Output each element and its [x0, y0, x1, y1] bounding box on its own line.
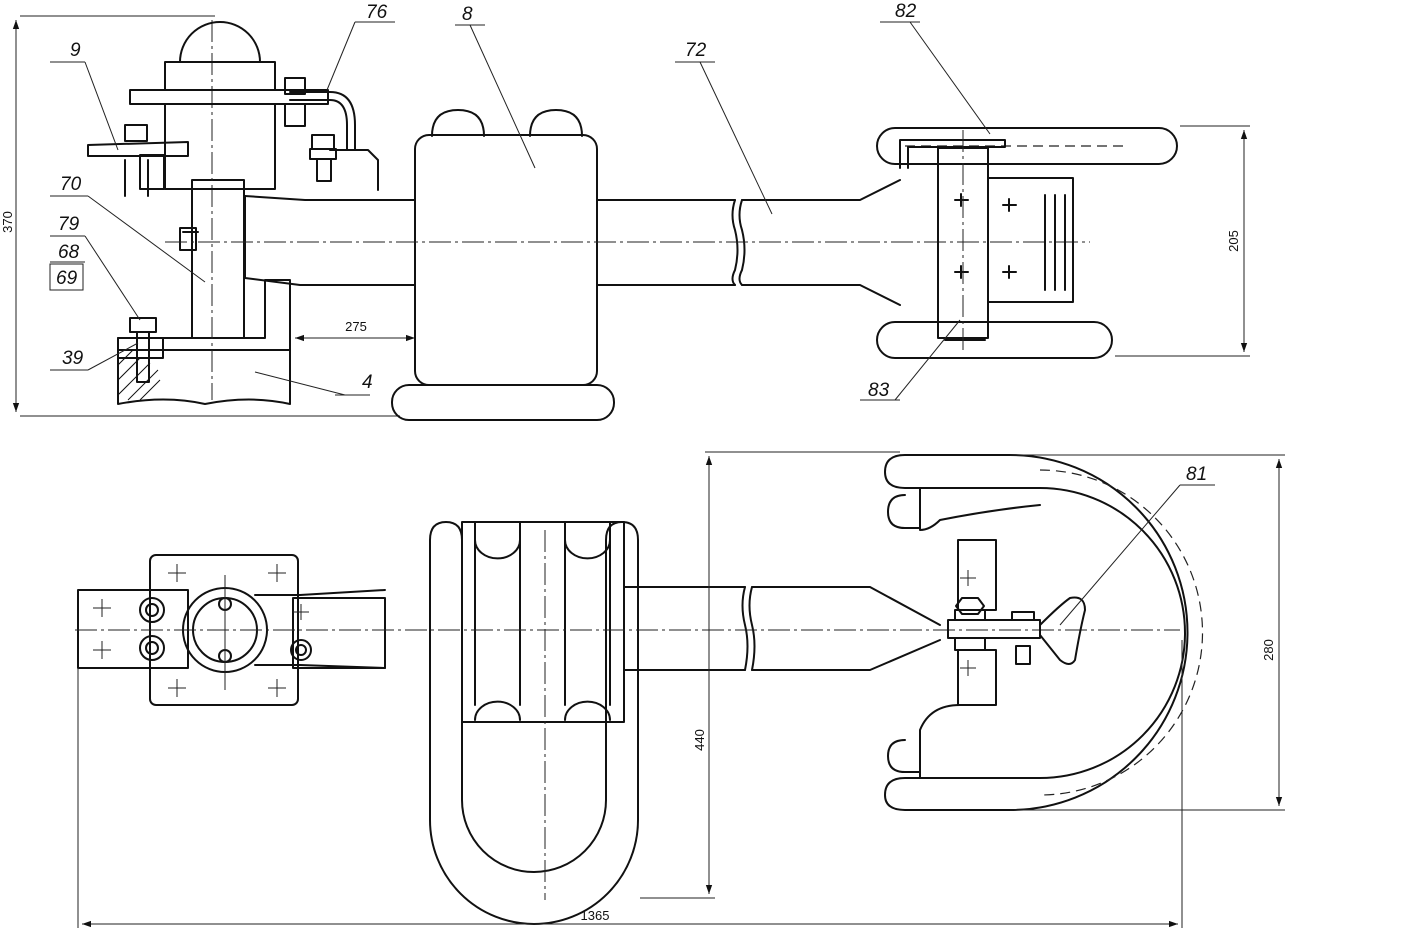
label-72: 72 — [685, 40, 707, 61]
arm-72 — [596, 179, 901, 306]
label-70: 70 — [60, 174, 82, 195]
plan-u-clamp — [429, 521, 639, 925]
clamp-block-8 — [391, 109, 615, 421]
label-82: 82 — [895, 1, 917, 22]
main-arm-left — [244, 195, 416, 286]
label-79: 79 — [58, 214, 80, 235]
plan-latch-81 — [947, 596, 1086, 665]
fork-assembly — [876, 127, 1178, 359]
dimension-1365-text: 1365 — [581, 908, 610, 923]
plan-connector — [254, 589, 386, 669]
plan-arm — [624, 586, 941, 671]
label-9: 9 — [70, 40, 81, 61]
top-housing — [129, 21, 329, 190]
label-76: 76 — [366, 2, 388, 23]
plan-c-holder — [884, 454, 1204, 811]
plan-bracket — [77, 589, 189, 669]
label-69: 69 — [56, 268, 78, 289]
label-8: 8 — [462, 4, 473, 25]
dimension-370-text: 370 — [0, 211, 15, 233]
base-plate — [117, 279, 291, 405]
bolt-79 — [129, 317, 157, 383]
dimension-280-text: 280 — [1261, 639, 1276, 661]
dimension-440-text: 440 — [692, 729, 707, 751]
label-83: 83 — [868, 380, 890, 401]
label-39: 39 — [62, 348, 84, 369]
label-4: 4 — [362, 372, 373, 393]
plan-hub — [182, 575, 268, 690]
label-68: 68 — [58, 242, 80, 263]
vertical-post — [179, 20, 245, 400]
bottom-view: 440 280 1365 81 — [75, 451, 1285, 928]
dimension-275-text: 275 — [345, 319, 367, 334]
dimension-205-text: 205 — [1226, 230, 1241, 252]
clip-76 — [284, 77, 379, 191]
part-labels-top: 9 76 8 72 82 70 79 68 69 39 — [49, 1, 991, 401]
label-81: 81 — [1186, 464, 1207, 485]
bracket-9 — [87, 124, 189, 197]
top-view: 370 — [0, 1, 1250, 421]
